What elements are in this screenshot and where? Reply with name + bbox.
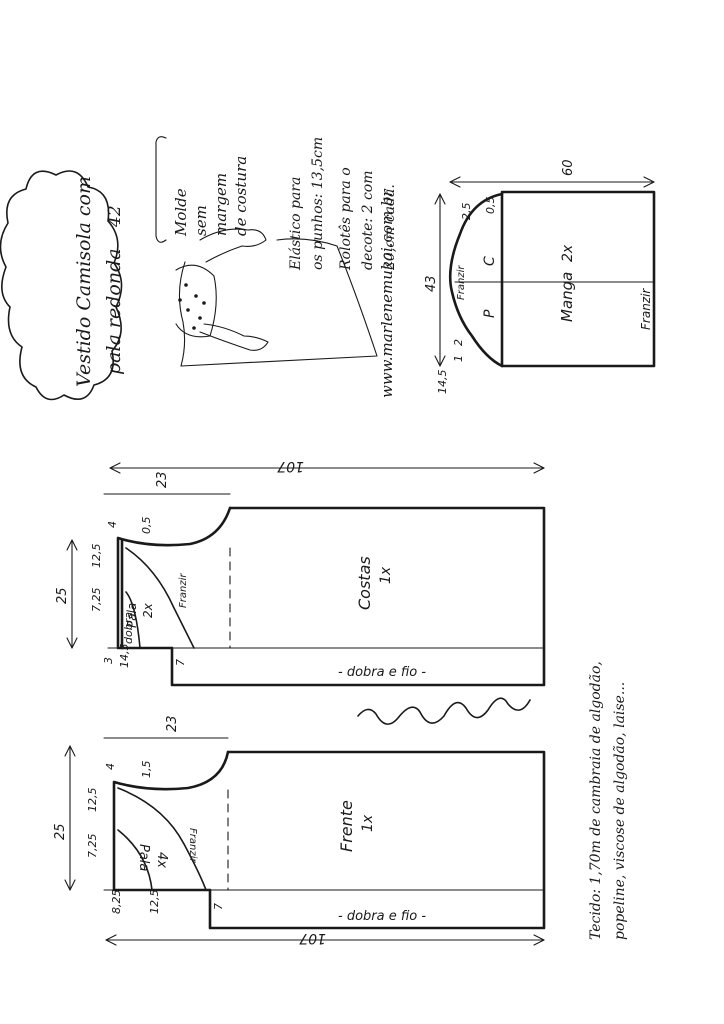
back-yoke-b: 7,25 xyxy=(90,588,103,613)
website-text: www.marlenemukai.com.br xyxy=(378,188,396,398)
elastic-line1: Elástico para xyxy=(288,177,304,271)
sleeve-height-label: 43 xyxy=(424,275,439,292)
back-outline xyxy=(170,506,546,687)
title-cloud: Vestido Camisola com pala redonda 42 xyxy=(0,170,125,401)
front-outline xyxy=(208,750,546,930)
sleeve-bottom-a-label: 14,5 xyxy=(436,370,449,395)
back-length-label: 107 xyxy=(277,458,304,474)
front-armhole-side xyxy=(112,750,230,892)
fabric-note: Tecido: 1,70m de cambraia de algodão, po… xyxy=(588,661,628,940)
back-gather: Franzir xyxy=(178,573,189,608)
front-length-label: 107 xyxy=(299,930,326,946)
back-name: Costas xyxy=(355,556,374,610)
sleeve-rect xyxy=(500,190,656,368)
back-width-label: 25 xyxy=(55,587,70,604)
front-yoke-b: 7,25 xyxy=(86,834,99,859)
sleeve-c-label: C xyxy=(482,256,498,266)
back-yoke-qty: 2x xyxy=(141,602,155,618)
back-armhole-side xyxy=(116,506,232,650)
rolos-line1: Rolotês para o xyxy=(338,167,354,271)
mold-note-bracket xyxy=(155,136,167,243)
dress-sleeve-top xyxy=(199,228,267,263)
front-fold-label: - dobra e fio - xyxy=(338,909,426,924)
mold-line1: Molde xyxy=(172,188,190,237)
website: www.marlenemukai.com.br xyxy=(378,188,396,398)
title-line1: Vestido Camisola com xyxy=(73,176,95,387)
mold-line2: sem xyxy=(192,205,210,236)
back-pattern: 107 23 25 4 0,5 12,5 7,25 3 14,5 7 Pala … xyxy=(55,458,546,687)
front-shoulder-label: 23 xyxy=(165,715,180,732)
back-neck-a: 0,5 xyxy=(140,517,153,535)
front-yoke-qty: 4x xyxy=(154,852,169,868)
sleeve-qty: 2x xyxy=(560,244,576,262)
front-yoke-a: 12,5 xyxy=(86,788,99,813)
dress-body xyxy=(178,238,378,367)
front-yoke-inner xyxy=(117,829,153,891)
front-neck-depth: 4 xyxy=(104,763,117,770)
front-width-label: 25 xyxy=(53,823,68,840)
back-yoke-outer xyxy=(125,547,195,649)
back-yoke-a: 12,5 xyxy=(90,544,103,569)
sleeve-left-label: 2 xyxy=(452,339,465,346)
rolos-line2: decote: 2 com xyxy=(360,171,376,271)
elastic-line2: os punhos: 13,5cm xyxy=(310,137,326,270)
back-neck-depth: 4 xyxy=(106,521,119,528)
mold-line4: de costura xyxy=(232,156,250,236)
sleeve-top-label: 2,5 xyxy=(460,203,473,221)
sleeve-name: Manga xyxy=(558,272,576,322)
front-hem-step: 7 xyxy=(212,903,225,910)
back-shoulder-label: 23 xyxy=(155,471,170,488)
sleeve-pattern: 43 60 2,5 0,5 2 14,5 1 P C Franzir Manga… xyxy=(424,159,656,395)
sleeve-bottom-b-label: 1 xyxy=(452,355,465,362)
back-qty: 1x xyxy=(378,566,394,584)
front-pattern: 107 23 25 4 1,5 12,5 7,25 8,25 12,5 7 Pa… xyxy=(53,715,546,946)
rolos-line3: 20,cm cada. xyxy=(382,184,398,271)
signature xyxy=(357,697,531,725)
dress-illustration xyxy=(175,228,378,367)
signature-stroke xyxy=(357,697,531,725)
back-yoke-inner xyxy=(125,591,141,649)
back-yoke-name: Pala xyxy=(125,603,139,628)
sleeve-topright-label: 0,5 xyxy=(484,197,497,215)
sleeve-gather-left: Franzir xyxy=(456,265,467,300)
front-yoke-name: Pala xyxy=(136,844,151,871)
back-fold-label: - dobra e fio - xyxy=(338,665,426,680)
sleeve-p-label: P xyxy=(482,309,498,318)
front-name: Frente xyxy=(337,800,356,852)
fabric-line1: Tecido: 1,70m de cambraia de algodão, xyxy=(588,661,604,940)
title-size: 42 xyxy=(105,205,125,228)
dress-sleeve-bottom xyxy=(199,323,269,351)
fabric-line2: popeline, viscose de algodão, laise... xyxy=(612,682,628,940)
cloud-outline xyxy=(0,170,123,401)
mold-note: Molde sem margem de costura xyxy=(155,136,250,243)
mold-line3: margem xyxy=(212,173,230,236)
sleeve-gather-right: Franzir xyxy=(639,288,653,330)
dress-yoke xyxy=(175,264,217,338)
sleeve-width-label: 60 xyxy=(561,159,576,176)
back-yoke-fold: dobra xyxy=(122,612,135,644)
front-qty: 1x xyxy=(360,814,376,832)
back-yoke-c: 3 xyxy=(102,657,115,664)
front-yoke-d: 12,5 xyxy=(148,890,161,915)
front-neck-a: 1,5 xyxy=(140,761,153,779)
title-line2: pala redonda xyxy=(103,248,125,375)
elastic-note: Elástico para os punhos: 13,5cm Rolotês … xyxy=(288,137,398,271)
back-hem-step: 7 xyxy=(174,659,187,666)
back-yoke-d: 14,5 xyxy=(118,644,131,669)
front-yoke-c: 8,25 xyxy=(110,890,123,915)
front-yoke-outer xyxy=(117,787,207,891)
sleeve-cap-curve xyxy=(448,192,504,368)
front-gather: Franzir xyxy=(187,828,198,863)
